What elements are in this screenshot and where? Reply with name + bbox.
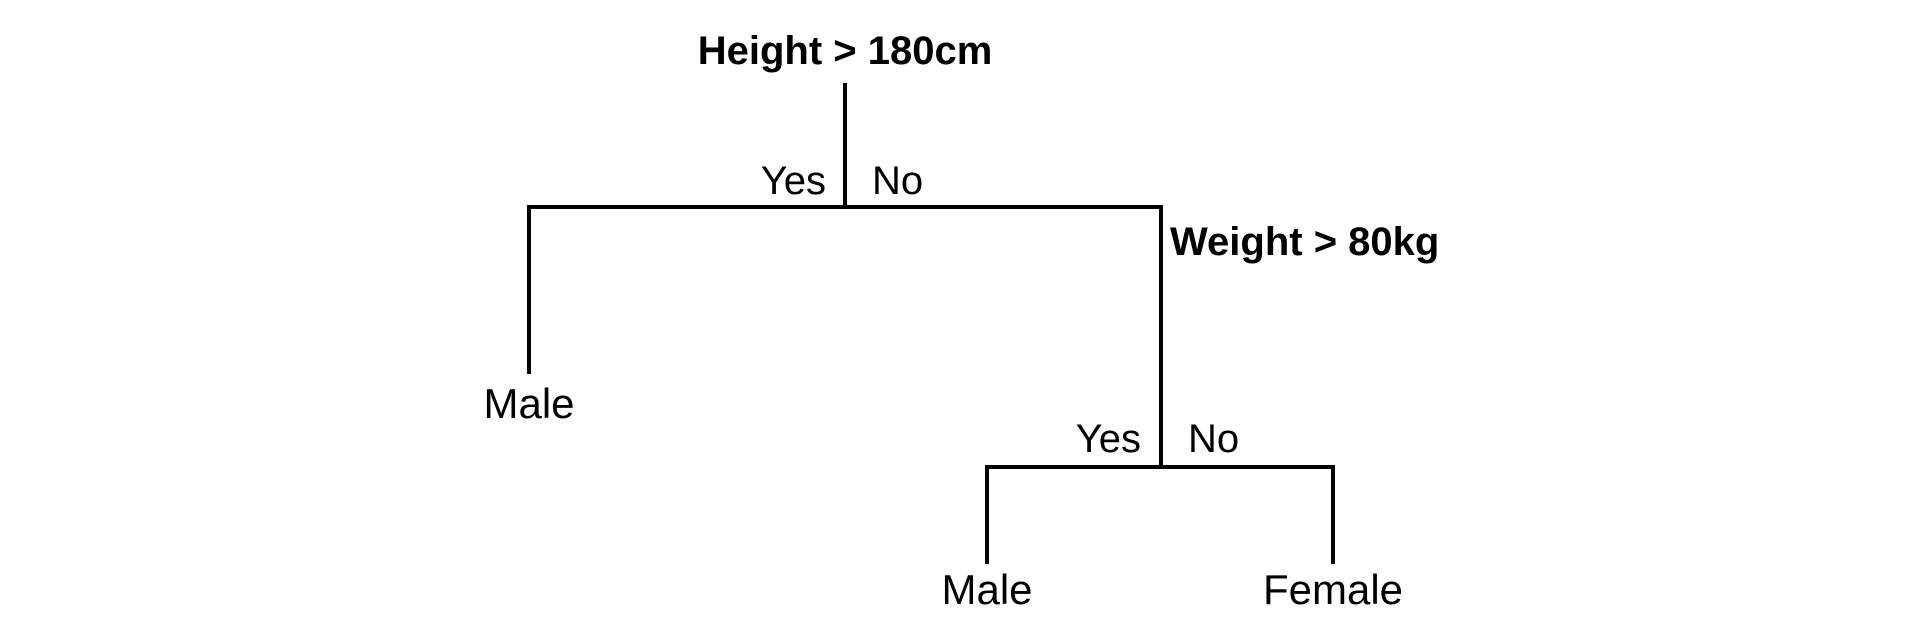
root-question-label: Height > 180cm: [698, 29, 993, 73]
root-yes-label: Yes: [761, 159, 826, 203]
second-question-label: Weight > 80kg: [1170, 220, 1439, 264]
second-yes-label: Yes: [1076, 417, 1141, 461]
second-no-label: No: [1188, 417, 1239, 461]
leaf-second-yes: Male: [941, 566, 1032, 613]
leaf-second-no: Female: [1263, 566, 1403, 613]
root-no-label: No: [872, 159, 923, 203]
leaf-root-yes: Male: [483, 380, 574, 427]
